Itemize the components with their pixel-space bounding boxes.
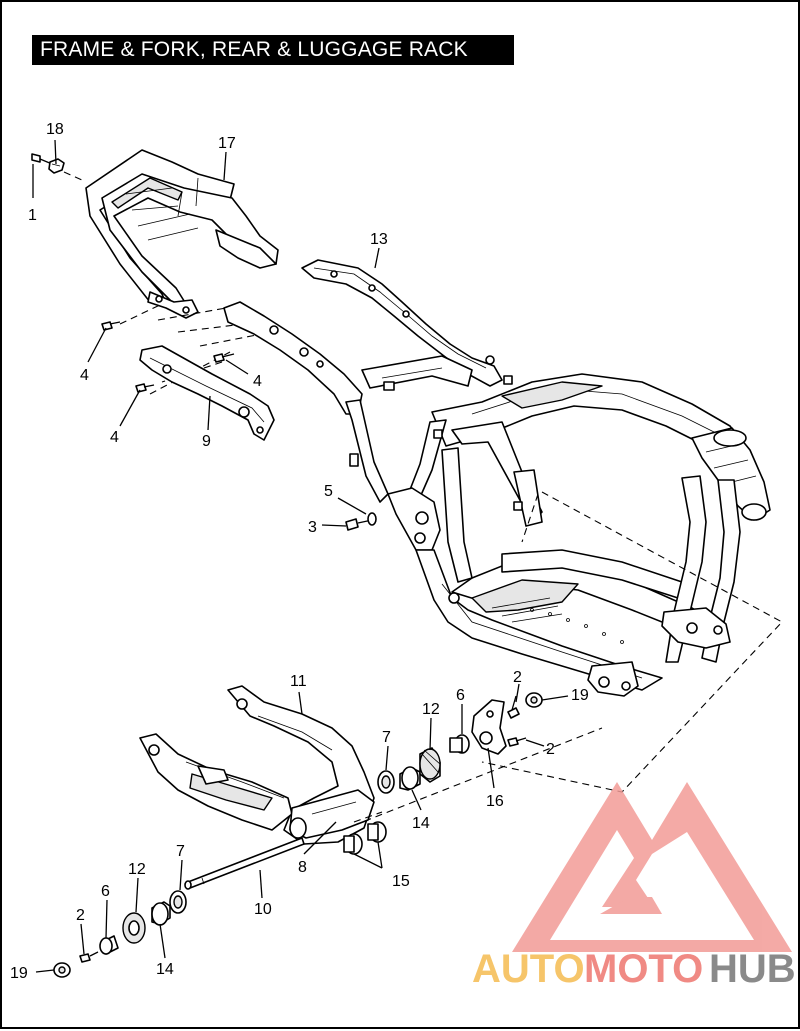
bolt-3-washer-5	[345, 512, 377, 531]
callout-13: 13	[370, 231, 388, 248]
rack-fasteners	[31, 153, 83, 181]
callout-labels: 1 18 17 13 4 4 4 9 5 3 11 2 19 12 6 2 7 …	[10, 121, 589, 982]
spacers-15	[343, 821, 387, 855]
callout-11: 11	[290, 673, 307, 690]
pivot-parts-left	[53, 890, 187, 978]
swingarm-guide-2	[353, 811, 383, 823]
callout-7b: 7	[176, 843, 185, 860]
callout-2b: 2	[546, 741, 555, 758]
callout-19a: 19	[571, 687, 589, 704]
bolts-4	[101, 321, 235, 393]
callout-16: 16	[486, 793, 504, 810]
callout-2c: 2	[76, 907, 85, 924]
luggage-rack	[85, 149, 279, 319]
page-title: FRAME & FORK, REAR & LUGGAGE RACK	[32, 35, 514, 65]
callout-6a: 6	[456, 687, 465, 704]
callout-3: 3	[308, 519, 317, 536]
callout-4b: 4	[253, 373, 262, 390]
callout-9: 9	[202, 433, 211, 450]
callout-10: 10	[254, 901, 272, 918]
callout-12b: 12	[128, 861, 146, 878]
watermark-auto: AUTO	[472, 947, 585, 991]
callout-12a: 12	[422, 701, 440, 718]
watermark-logo	[512, 782, 792, 952]
watermark-moto: MOTO	[584, 947, 703, 991]
callout-14a: 14	[412, 815, 430, 832]
callout-15: 15	[392, 873, 410, 890]
mount-dash-box	[481, 491, 783, 793]
pivot-parts-right	[377, 692, 543, 794]
callout-1: 1	[28, 207, 37, 224]
main-frame	[223, 259, 771, 697]
swingarm	[139, 685, 375, 845]
callout-2a: 2	[513, 669, 522, 686]
callout-5: 5	[324, 483, 333, 500]
rear-bracket	[139, 345, 275, 441]
mount-dash-short	[521, 493, 539, 543]
callout-14b: 14	[156, 961, 174, 978]
callout-17: 17	[218, 135, 236, 152]
callout-18: 18	[46, 121, 64, 138]
watermark-text: AUTO MOTO HUB	[472, 947, 796, 991]
callout-7a: 7	[382, 729, 391, 746]
callout-8: 8	[298, 859, 307, 876]
leader-lines	[32, 139, 569, 973]
callout-4c: 4	[110, 429, 119, 446]
callout-4a: 4	[80, 367, 89, 384]
swingarm-guide	[341, 727, 603, 831]
callout-6b: 6	[101, 883, 110, 900]
callout-19b: 19	[10, 965, 28, 982]
pivot-shaft	[184, 837, 305, 890]
mount-dash-lines	[119, 303, 273, 395]
watermark-hub: HUB	[709, 947, 796, 991]
